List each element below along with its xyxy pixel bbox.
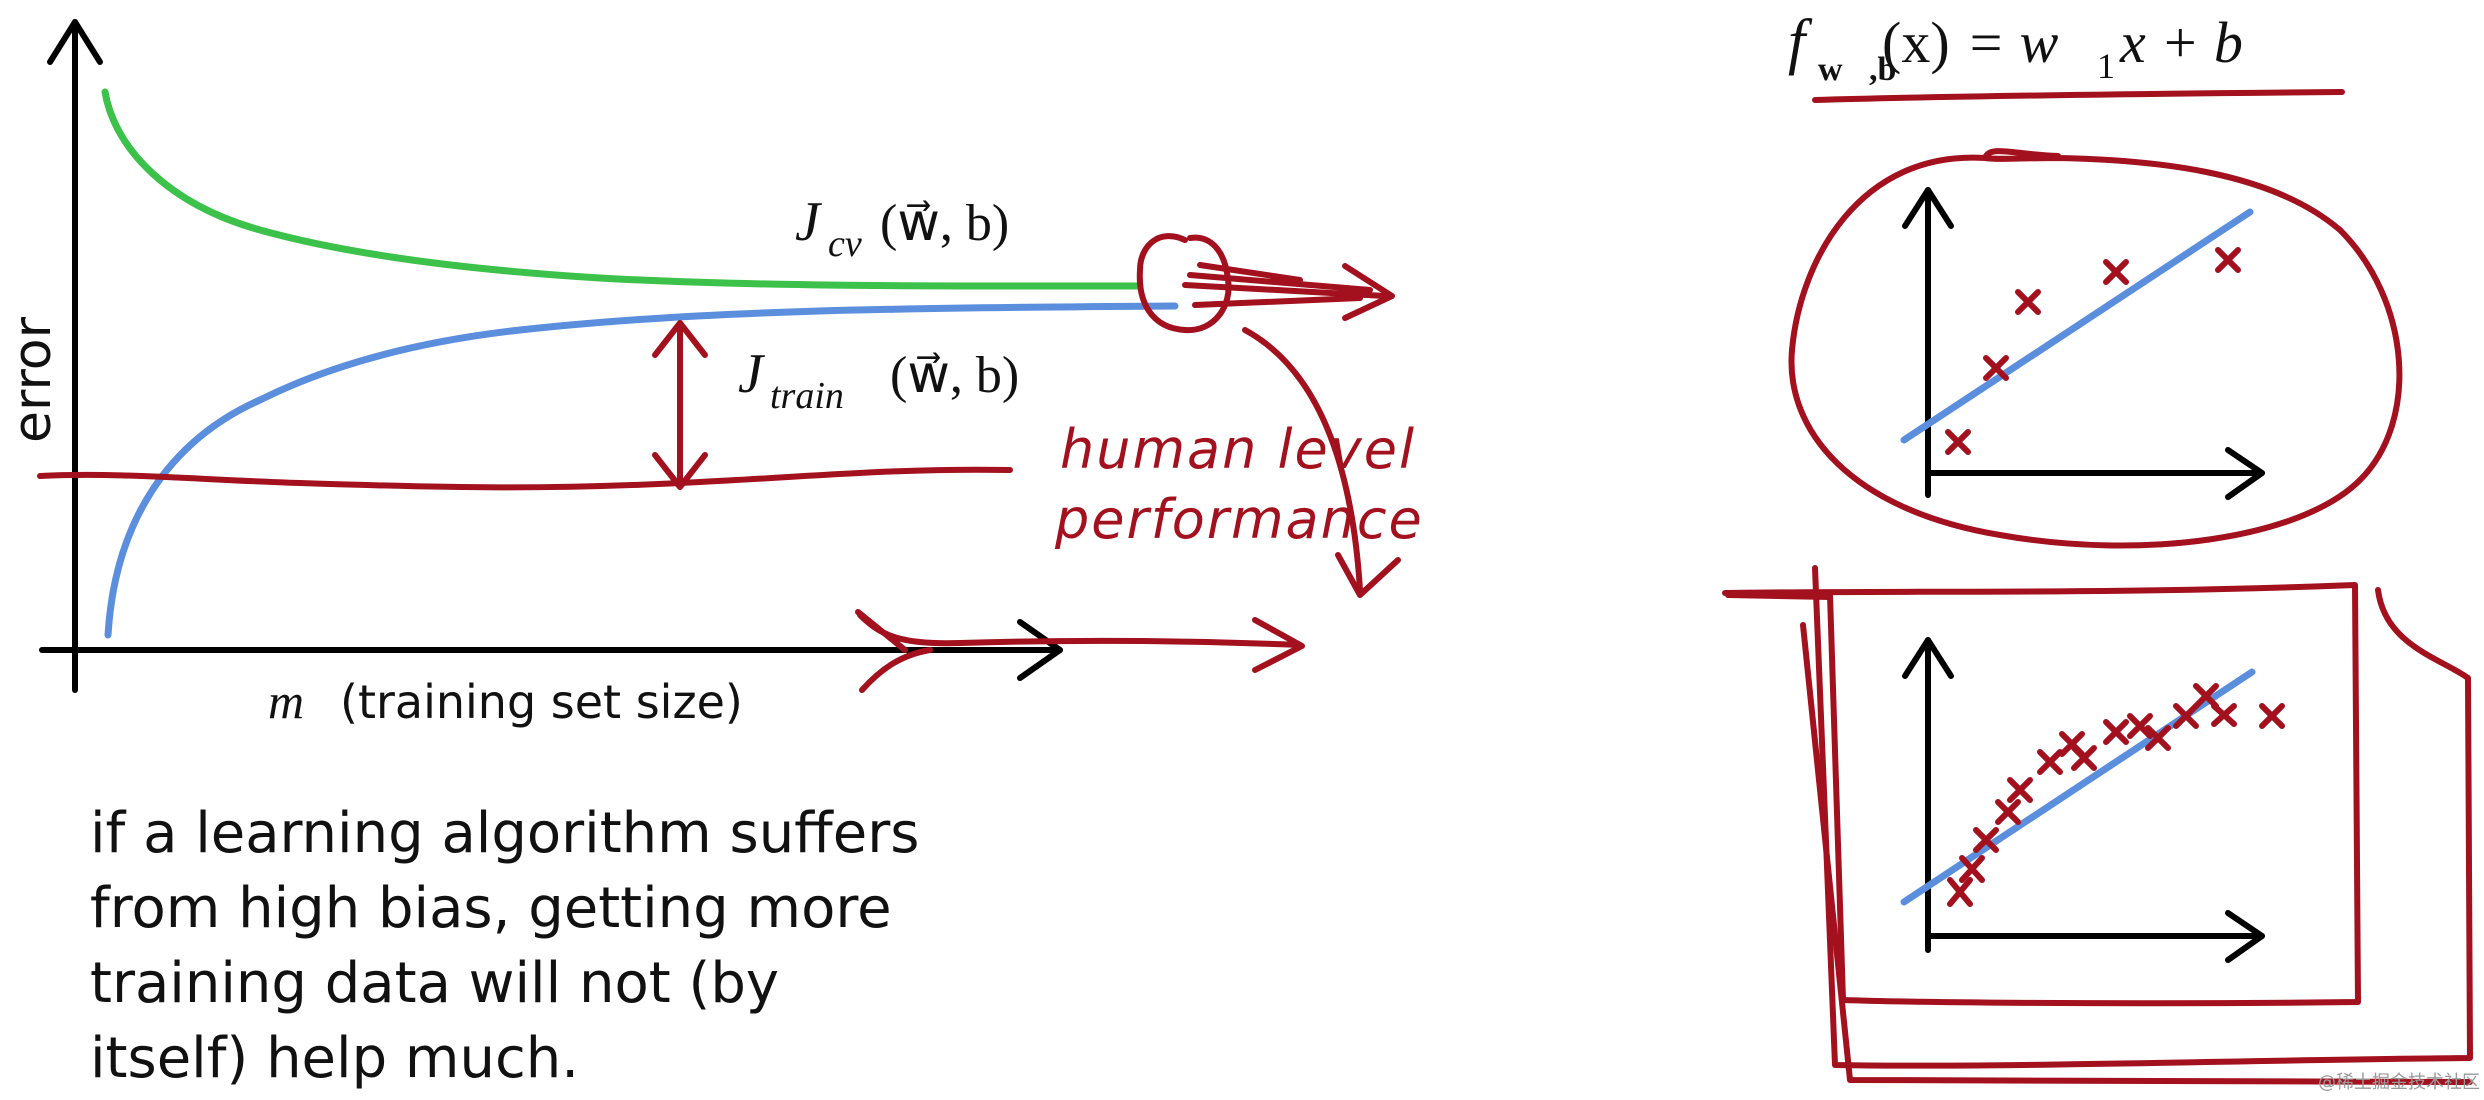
data-point bbox=[2211, 703, 2237, 727]
cv-error-curve bbox=[101, 88, 1144, 290]
data-point bbox=[1945, 429, 1971, 455]
watermark-text: @稀土掘金技术社区 bbox=[2318, 1072, 2480, 1093]
y-axis-arrowhead bbox=[47, 19, 103, 65]
large-plot-points bbox=[1947, 683, 2285, 907]
x-axis-label: (training set size) bbox=[340, 675, 743, 729]
small-plot-circle bbox=[1788, 148, 2403, 549]
small-dataset-plot bbox=[1788, 148, 2403, 549]
data-point bbox=[1959, 855, 1985, 883]
formula-rhs-end: x + b bbox=[2119, 10, 2243, 75]
formula-subscript: w⃗,b bbox=[1818, 51, 1896, 88]
large-plot-box-3 bbox=[1800, 622, 2473, 1085]
large-plot-box-2 bbox=[1812, 565, 2473, 1069]
x-axis-red-swoosh bbox=[859, 647, 933, 693]
data-point bbox=[2215, 247, 2241, 273]
x-axis-red-arrowhead bbox=[1252, 617, 1305, 673]
model-formula: f w⃗,b (x) = w 1 x + b bbox=[1788, 8, 2345, 103]
learning-curve-plot: error m (training set size) J cv (w⃗, b)… bbox=[3, 19, 1424, 729]
large-plot-x-arrowhead bbox=[2225, 910, 2265, 963]
cv-label-args: (w⃗, b) bbox=[880, 195, 1009, 252]
gap-arrow-top bbox=[652, 320, 708, 358]
small-plot-fit-line bbox=[1900, 208, 2254, 444]
statement-line-3: training data will not (by bbox=[90, 951, 779, 1016]
data-point bbox=[2145, 725, 2171, 751]
data-point bbox=[1983, 355, 2009, 381]
large-plot-y-arrowhead bbox=[1902, 637, 1954, 679]
data-point bbox=[2193, 683, 2219, 709]
x-axis-variable: m bbox=[268, 673, 304, 729]
cv-label-subscript: cv bbox=[828, 223, 862, 265]
large-plot-fit-line bbox=[1900, 668, 2256, 906]
small-plot-points bbox=[1945, 247, 2241, 455]
data-point bbox=[2007, 777, 2033, 803]
data-point bbox=[2037, 749, 2063, 775]
data-point bbox=[2071, 745, 2097, 771]
curve-end-circle bbox=[1136, 233, 1232, 334]
human-level-performance-line bbox=[37, 466, 1013, 491]
separator-scribble bbox=[1725, 592, 1833, 600]
data-point bbox=[1973, 827, 1999, 853]
small-plot-x-arrowhead bbox=[2225, 447, 2265, 500]
formula-underline bbox=[1812, 89, 2345, 103]
statement-line-4: itself) help much. bbox=[90, 1026, 579, 1091]
downward-arrowhead bbox=[1335, 552, 1401, 598]
data-point bbox=[1947, 877, 1973, 907]
formula-arg: (x) bbox=[1882, 10, 1950, 75]
data-point bbox=[2127, 713, 2153, 739]
y-axis-label: error bbox=[3, 316, 63, 443]
cv-curve-label: J cv (w⃗, b) bbox=[795, 191, 1009, 265]
data-point bbox=[2259, 703, 2285, 729]
train-label-j: J bbox=[738, 343, 766, 405]
human-level-text-line1: human level bbox=[1060, 418, 1416, 481]
train-curve-label: J train (w⃗, b) bbox=[738, 343, 1019, 417]
data-point bbox=[1995, 799, 2021, 825]
statement-text: if a learning algorithm suffers from hig… bbox=[90, 801, 919, 1091]
gap-arrow-bottom bbox=[652, 452, 708, 490]
small-plot-y-arrowhead bbox=[1902, 187, 1954, 229]
data-point bbox=[2103, 719, 2129, 745]
data-point bbox=[2015, 289, 2041, 315]
data-point bbox=[2103, 259, 2129, 285]
cv-label-j: J bbox=[795, 191, 823, 253]
formula-rhs-start: = w bbox=[1966, 10, 2059, 75]
formula-rhs-subscript: 1 bbox=[2097, 46, 2115, 86]
human-level-text-line2: performance bbox=[1054, 488, 1424, 551]
downward-curved-arrow bbox=[1242, 327, 1363, 593]
horizontal-arrowhead bbox=[1342, 263, 1395, 321]
train-label-subscript: train bbox=[770, 375, 844, 417]
x-axis-red-tick bbox=[855, 609, 908, 653]
x-axis-red-arrow-line bbox=[857, 612, 1303, 648]
train-label-args: (w⃗, b) bbox=[890, 347, 1019, 404]
statement-line-1: if a learning algorithm suffers bbox=[90, 801, 919, 866]
large-dataset-plot bbox=[1722, 565, 2473, 1085]
x-axis-arrowhead bbox=[1017, 619, 1063, 681]
data-point bbox=[2173, 703, 2199, 729]
statement-line-2: from high bias, getting more bbox=[90, 876, 892, 941]
horizontal-scribble-arrow bbox=[1182, 262, 1388, 308]
formula-f: f bbox=[1788, 8, 1813, 76]
large-plot-box-1 bbox=[1722, 582, 2361, 1007]
